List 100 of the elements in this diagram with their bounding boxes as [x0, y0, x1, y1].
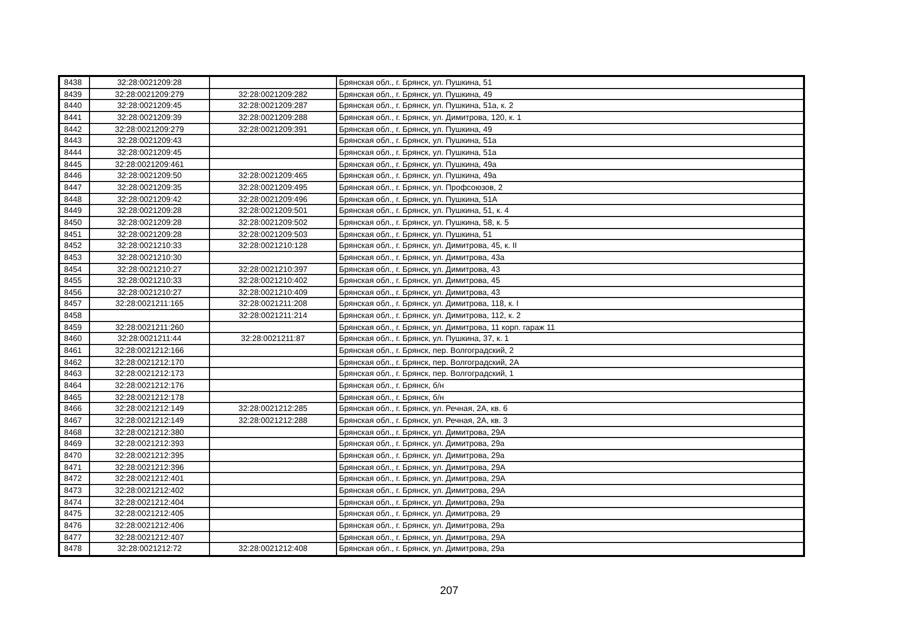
table-cell: 32:28:0021209:501 — [238, 206, 308, 216]
table-cell: 8461 — [64, 346, 82, 356]
table-cell: Брянская обл., г. Брянск, ул. Пушкина, 49 — [339, 90, 492, 99]
table-cell: 8457 — [64, 299, 82, 308]
table-cell: 32:28:0021209:279 — [115, 90, 184, 99]
page-number: 207 — [440, 584, 458, 599]
table-cell: 32:28:0021210:33 — [117, 276, 182, 286]
table-cell: 8467 — [64, 416, 82, 426]
table-cell: Брянская обл., г. Брянск, ул. Димитрова, 29А — [339, 428, 506, 437]
table-cell: 32:28:0021210:27 — [117, 264, 182, 274]
table-cell: 32:28:0021209:28 — [117, 230, 182, 239]
table-cell: 8469 — [64, 439, 82, 448]
table-cell: Брянская обл., г. Брянск, ул. Димитрова, 43 — [339, 264, 500, 274]
table-cell: Брянская обл., г. Брянск, ул. Димитрова, 45, к. II — [339, 241, 517, 250]
table-cell: Брянская обл., г. Брянск, ул. Пушкина, 49 — [339, 124, 492, 134]
table-cell: 32:28:0021209:495 — [238, 182, 308, 192]
table-cell: 32:28:0021212:406 — [115, 520, 184, 530]
table-cell: 8464 — [64, 381, 82, 390]
table-cell: Брянская обл., г. Брянск, б/н — [339, 381, 444, 390]
table-cell: 32:28:0021212:149 — [115, 416, 184, 426]
table-cell: 32:28:0021212:176 — [115, 381, 184, 390]
table-cell: 8453 — [64, 252, 82, 262]
table-cell: Брянская обл., г. Брянск, пер. Волгоградский, 2А — [339, 358, 520, 367]
table-cell: 8446 — [64, 171, 82, 180]
table-cell: 8470 — [64, 451, 82, 460]
table-cell: Брянская обл., г. Брянск, ул. Пушкина, 49а — [339, 171, 496, 180]
table-cell: 8438 — [64, 78, 82, 87]
table-cell: 32:28:0021211:208 — [238, 299, 308, 308]
table-cell: Брянская обл., г. Брянск, ул. Димитрова, 11 корп. гараж 11 — [339, 322, 555, 332]
table-cell: 8443 — [64, 136, 82, 146]
table-cell: 32:28:0021212:396 — [115, 462, 184, 472]
table-cell: Брянская обл., г. Брянск, ул. Димитрова, 29 — [339, 509, 500, 518]
table-cell: 8454 — [64, 264, 82, 274]
table-cell: 8462 — [64, 358, 82, 367]
table-cell: Брянская обл., г. Брянск, ул. Димитрова, 29а — [339, 439, 504, 448]
table-cell: 8475 — [64, 509, 82, 518]
table-cell: 32:28:0021212:285 — [238, 404, 308, 414]
table-cell: Брянская обл., г. Брянск, ул. Речная, 2А, кв. 6 — [339, 404, 508, 414]
table-cell: 32:28:0021212:72 — [117, 544, 182, 554]
table-cell: 8448 — [64, 194, 82, 204]
table-cell: 32:28:0021209:287 — [238, 101, 308, 110]
table-cell: 8468 — [64, 428, 82, 437]
table-cell: Брянская обл., г. Брянск, ул. Димитрова, 29а — [339, 520, 504, 530]
table-cell: 8452 — [64, 241, 82, 250]
table-cell: 8455 — [64, 276, 82, 286]
table-cell: 32:28:0021209:39 — [117, 112, 182, 122]
table-cell: 32:28:0021211:260 — [115, 322, 184, 332]
table-cell: 32:28:0021209:35 — [117, 182, 182, 192]
table-cell: 32:28:0021212:402 — [115, 486, 184, 495]
table-cell: 32:28:0021212:407 — [115, 532, 184, 542]
table-cell: Брянская обл., г. Брянск, ул. Профсоюзов, 2 — [339, 182, 503, 192]
table-cell: 32:28:0021209:465 — [238, 171, 308, 180]
table-cell: 8474 — [64, 498, 82, 507]
table-cell: Брянская обл., г. Брянск, ул. Пушкина, 51а — [339, 148, 496, 157]
table-cell: 32:28:0021209:42 — [117, 194, 182, 204]
table-cell: 32:28:0021212:408 — [238, 544, 308, 554]
table-cell: 8445 — [64, 160, 82, 169]
table-cell: 8441 — [64, 112, 82, 122]
table-cell: 8440 — [64, 101, 82, 110]
table-cell: 8439 — [64, 90, 82, 99]
table-cell: 32:28:0021212:380 — [115, 428, 184, 437]
table-cell: 8463 — [64, 369, 82, 378]
table-cell: 32:28:0021209:43 — [117, 136, 182, 146]
table-cell: 32:28:0021209:288 — [238, 112, 308, 122]
table-cell: 8473 — [64, 486, 82, 495]
table-cell: 32:28:0021211:44 — [118, 334, 182, 344]
table-cell: Брянская обл., г. Брянск, ул. Пушкина, 58, к. 5 — [339, 218, 509, 227]
table-cell: Брянская обл., г. Брянск, ул. Димитрова, 29А — [339, 486, 506, 495]
table-cell: 8449 — [64, 206, 82, 216]
table-cell: 8477 — [64, 532, 82, 542]
table-cell: Брянская обл., г. Брянск, ул. Димитрова, 43а — [339, 252, 504, 262]
table-cell: 8466 — [64, 404, 82, 414]
table-cell: 8456 — [64, 288, 82, 297]
table-cell: 8471 — [64, 462, 82, 472]
table-cell: 8465 — [64, 392, 82, 402]
table-cell: 32:28:0021211:214 — [238, 311, 308, 320]
table-cell: 32:28:0021212:170 — [115, 358, 184, 367]
table-cell: 32:28:0021211:165 — [115, 299, 184, 308]
table-cell: Брянская обл., г. Брянск, ул. Димитрова, 118, к. I — [339, 299, 519, 308]
table-cell: Брянская обл., г. Брянск, ул. Пушкина, 37, к. 1 — [339, 334, 509, 344]
table-cell: Брянская обл., г. Брянск, пер. Волгоградский, 2 — [339, 346, 514, 356]
table-cell: 32:28:0021212:149 — [115, 404, 184, 414]
table-cell: 32:28:0021212:166 — [115, 346, 184, 356]
table-cell: Брянская обл., г. Брянск, ул. Димитрова, 43 — [339, 288, 500, 297]
table-cell: 32:28:0021210:397 — [238, 264, 308, 274]
table-cell: 32:28:0021212:405 — [115, 509, 184, 518]
table-cell: 32:28:0021209:28 — [117, 78, 182, 87]
table-cell: 32:28:0021210:128 — [238, 241, 308, 250]
table-cell: Брянская обл., г. Брянск, ул. Димитрова, 45 — [339, 276, 500, 286]
table-cell: Брянская обл., г. Брянск, ул. Пушкина, 51 — [339, 230, 492, 239]
table-cell: 32:28:0021212:401 — [115, 474, 184, 484]
table-cell: 8451 — [64, 230, 82, 239]
table-cell: 8478 — [64, 544, 82, 554]
table-cell: 32:28:0021212:178 — [115, 392, 184, 402]
table-cell: 32:28:0021209:45 — [117, 101, 182, 110]
table-cell: Брянская обл., г. Брянск, ул. Димитрова, 29А — [339, 532, 506, 542]
table-cell: Брянская обл., г. Брянск, ул. Пушкина, 51А — [339, 194, 498, 204]
table-cell: 32:28:0021209:496 — [238, 194, 308, 204]
table-cell: 8476 — [64, 520, 82, 530]
table-cell: 32:28:0021210:402 — [238, 276, 308, 286]
